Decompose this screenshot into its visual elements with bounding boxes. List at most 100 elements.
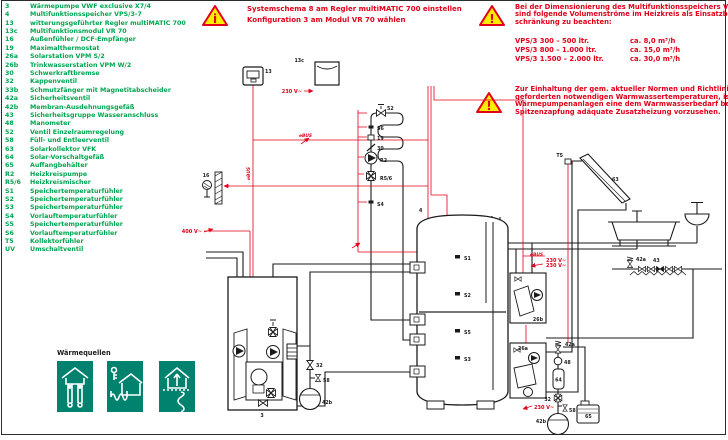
- svg-text:42a: 42a: [565, 342, 575, 348]
- legend-label: Speichertemperaturfühler: [30, 204, 123, 212]
- legend-label: Solarstation VPM S/2: [30, 53, 105, 61]
- legend-code: R5/6: [5, 179, 21, 187]
- legend-label: witterungsgeführter Regler multiMATIC 70…: [30, 19, 186, 27]
- controller-multimatic: 13: [242, 66, 272, 86]
- svg-text:4: 4: [419, 208, 423, 214]
- legend-code: R2: [5, 170, 15, 178]
- svg-text:!: !: [489, 12, 494, 26]
- hotwater-note-line: Zur Einhaltung der gem. aktueller Normen…: [515, 85, 728, 93]
- outdoor-sensor: 16 400 V~: [182, 171, 223, 235]
- vps-flow: ca. 15,0 m³/h: [630, 46, 681, 55]
- svg-text:26b: 26b: [533, 317, 544, 323]
- legend-label: Multifunktionsmodul VR 70: [30, 27, 127, 35]
- legend-code: 32: [5, 78, 14, 86]
- legend-code: 16: [5, 36, 14, 44]
- hp-expansion-branch: 32 58 42b: [298, 360, 333, 411]
- legend-code: 26a: [5, 53, 19, 61]
- legend-code: 33b: [5, 86, 19, 94]
- vps-model: VPS/3 300 – 500 ltr.: [515, 37, 590, 46]
- heat-pump: 3: [227, 276, 298, 419]
- legend-label: Schmutzfänger mit Magnetitabscheider: [30, 86, 171, 94]
- svg-text:3: 3: [260, 413, 263, 419]
- legend-code: 3: [5, 2, 10, 10]
- heat-source-icons: [57, 361, 209, 412]
- wiring-labels: eBUS eBUS 230 V~: [246, 133, 566, 269]
- vps-model: VPS/3 1.500 – 2.000 ltr.: [515, 55, 604, 64]
- ground-collector-icon: [107, 361, 143, 412]
- svg-text:42b: 42b: [536, 419, 547, 425]
- hotwater-note-line: geforderten notwendigen Warmwassertemper…: [515, 92, 728, 101]
- config-note-line2: Konfiguration 3 am Modul VR 70 wählen: [247, 15, 406, 24]
- legend-code: 13: [5, 19, 14, 27]
- svg-text:R2: R2: [380, 158, 387, 164]
- legend-label: Wärmepumpe VWF exclusive X7/4: [30, 2, 151, 10]
- legend-code: S3: [5, 204, 14, 212]
- sizing-intro: schränkung zu beachten:: [515, 17, 612, 26]
- svg-text:32: 32: [316, 363, 323, 369]
- legend-code: 4: [5, 11, 10, 19]
- svg-text:!: !: [486, 99, 491, 113]
- svg-text:S4: S4: [377, 202, 384, 208]
- svg-text:eBUS: eBUS: [246, 167, 252, 180]
- legend-label: Füll- und Entleerventil: [30, 137, 110, 145]
- svg-text:65: 65: [585, 414, 592, 420]
- svg-text:S6: S6: [377, 126, 384, 132]
- legend-code: 19: [5, 44, 14, 52]
- vps-flow: ca. 30,0 m³/h: [630, 55, 681, 64]
- svg-text:i: i: [213, 12, 217, 26]
- legend-code: T5: [5, 238, 14, 246]
- svg-text:13c: 13c: [294, 58, 304, 64]
- washbasin: [684, 201, 710, 226]
- legend-row: 26a Solarstation VPM S/2: [5, 52, 186, 60]
- solar-safety-group: 42a 48 64 32 58 42b 65: [536, 340, 600, 436]
- config-note: Systemschema 8 am Regler multiMATIC 700 …: [247, 4, 462, 25]
- legend-code: S2: [5, 196, 14, 204]
- legend-code: 43: [5, 111, 14, 119]
- svg-text:43: 43: [653, 258, 660, 264]
- svg-text:400 V~: 400 V~: [182, 229, 202, 235]
- svg-text:52: 52: [387, 106, 394, 112]
- cold-water-group: 42a 43: [626, 256, 682, 272]
- legend-label: Speichertemperaturfühler: [30, 221, 123, 229]
- legend-code: 42a: [5, 95, 19, 103]
- collecting-container: [576, 400, 600, 424]
- legend-row: 13 witterungsgeführter Regler multiMATIC …: [5, 19, 186, 27]
- svg-text:13: 13: [265, 69, 272, 75]
- sizing-table: VPS/3 300 – 500 ltr.ca. 8,0 m³/h VPS/3 8…: [515, 37, 728, 64]
- legend-row: T5 Kollektorfühler: [5, 237, 186, 245]
- sizing-note: Bei der Dimensionierung des Multifunktio…: [515, 3, 728, 64]
- svg-text:230 V~: 230 V~: [282, 89, 302, 95]
- svg-text:S5: S5: [464, 330, 471, 336]
- legend-code: 42b: [5, 103, 19, 111]
- legend-label: Kollektorfühler: [30, 238, 84, 246]
- heat-sources-title: Wärmequellen: [57, 349, 111, 357]
- warning-triangle-icon: !: [476, 92, 502, 113]
- svg-text:S1: S1: [464, 256, 471, 262]
- tank-sensors: S1 S2 S5 S3: [455, 255, 471, 363]
- legend-label: Kappenventil: [30, 78, 78, 86]
- legend-code: S4: [5, 212, 14, 220]
- legend-label: Solar-Vorschaltgefäß: [30, 154, 105, 162]
- legend-code: S6: [5, 229, 14, 237]
- warning-triangle-icon: !: [479, 5, 505, 26]
- svg-text:64: 64: [555, 378, 562, 384]
- svg-text:58: 58: [569, 408, 576, 414]
- svg-text:230 V~: 230 V~: [546, 263, 566, 269]
- bathtub: [608, 221, 680, 247]
- svg-text:42b: 42b: [322, 400, 333, 406]
- svg-text:42a: 42a: [636, 257, 646, 263]
- legend-label: Schwerkraftbremse: [30, 69, 100, 77]
- sizing-intro: Bei der Dimensionierung des Multifunktio…: [515, 3, 728, 11]
